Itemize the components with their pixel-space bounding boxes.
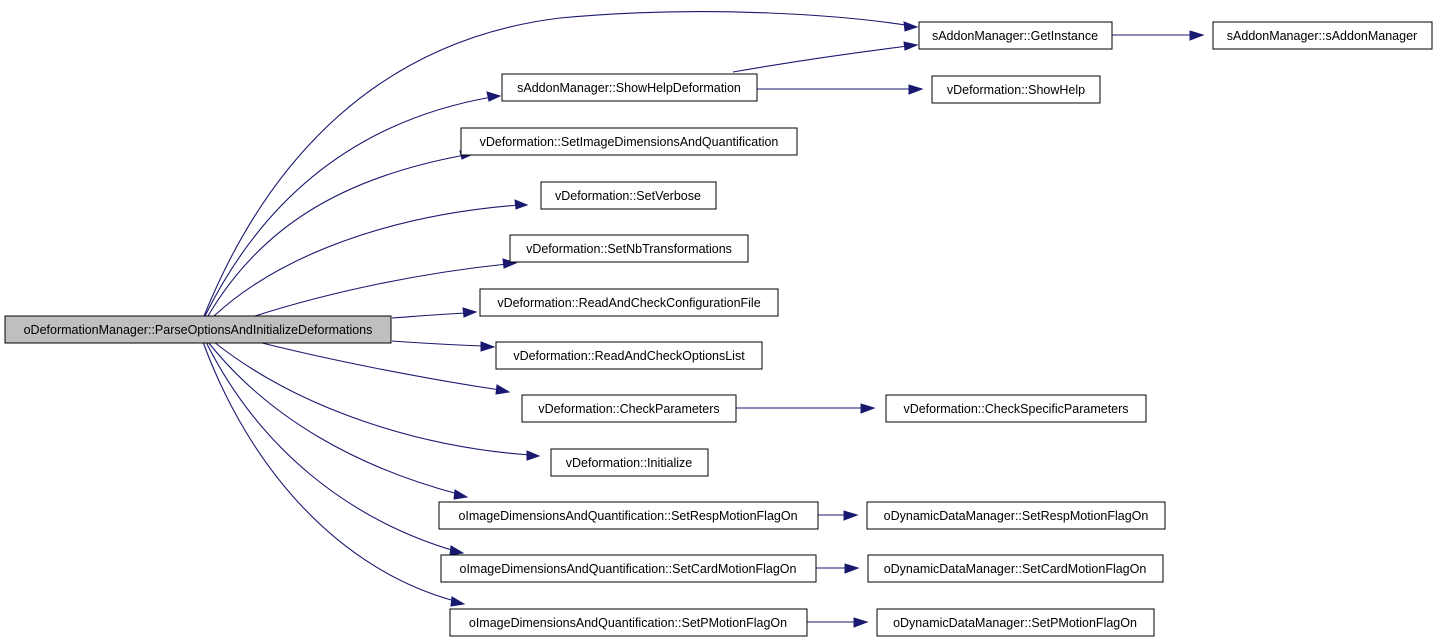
node-img-card[interactable]: oImageDimensionsAndQuantification::SetCa…	[440, 554, 817, 583]
node-dyn-card-label: oDynamicDataManager::SetCardMotionFlagOn	[884, 562, 1147, 576]
node-get-instance[interactable]: sAddonManager::GetInstance	[918, 21, 1113, 50]
node-saddon-ctor[interactable]: sAddonManager::sAddonManager	[1212, 21, 1433, 50]
node-check-specific[interactable]: vDeformation::CheckSpecificParameters	[885, 394, 1147, 423]
edge-root-setImageDims	[207, 150, 475, 317]
node-read-options[interactable]: vDeformation::ReadAndCheckOptionsList	[495, 341, 763, 370]
node-set-nb-transformations-label: vDeformation::SetNbTransformations	[526, 242, 732, 256]
edge-root-showHelpDeformation	[204, 91, 502, 317]
node-show-help-deformation-label: sAddonManager::ShowHelpDeformation	[517, 81, 741, 95]
node-set-nb-transformations[interactable]: vDeformation::SetNbTransformations	[509, 234, 749, 263]
node-img-resp-label: oImageDimensionsAndQuantification::SetRe…	[458, 509, 797, 523]
node-root-label: oDeformationManager::ParseOptionsAndInit…	[24, 323, 373, 337]
node-set-image-dims[interactable]: vDeformation::SetImageDimensionsAndQuant…	[460, 127, 798, 156]
node-dyn-resp-label: oDynamicDataManager::SetRespMotionFlagOn	[884, 509, 1149, 523]
edge-root-imgResp	[207, 341, 469, 500]
node-initialize-label: vDeformation::Initialize	[566, 456, 692, 470]
edge-checkParams-checkSpecific	[736, 403, 876, 414]
node-initialize[interactable]: vDeformation::Initialize	[550, 448, 709, 477]
node-dyn-card[interactable]: oDynamicDataManager::SetCardMotionFlagOn	[867, 554, 1164, 583]
node-check-specific-label: vDeformation::CheckSpecificParameters	[903, 402, 1128, 416]
node-img-card-label: oImageDimensionsAndQuantification::SetCa…	[460, 562, 797, 576]
node-img-pmotion[interactable]: oImageDimensionsAndQuantification::SetPM…	[449, 608, 808, 637]
node-dyn-resp[interactable]: oDynamicDataManager::SetRespMotionFlagOn	[866, 501, 1166, 530]
edge-root-readConfig	[391, 307, 478, 319]
edge-imgPMotion-dynPMotion	[807, 617, 869, 628]
edge-root-getInstance	[203, 11, 919, 317]
edge-showHelpDeformation-showHelp	[757, 84, 924, 95]
edge-getInstance-sAddonCtor	[1112, 30, 1205, 41]
edge-root-imgCard	[205, 341, 465, 556]
edge-imgResp-dynResp	[818, 510, 859, 521]
node-dyn-pmotion-label: oDynamicDataManager::SetPMotionFlagOn	[893, 616, 1137, 630]
node-read-config-label: vDeformation::ReadAndCheckConfigurationF…	[497, 296, 760, 310]
node-root[interactable]: oDeformationManager::ParseOptionsAndInit…	[4, 315, 392, 344]
node-saddon-ctor-label: sAddonManager::sAddonManager	[1227, 29, 1417, 43]
node-check-params-label: vDeformation::CheckParameters	[538, 402, 719, 416]
edge-root-imgPMotion	[202, 341, 466, 607]
node-read-options-label: vDeformation::ReadAndCheckOptionsList	[513, 349, 745, 363]
edge-imgCard-dynCard	[816, 563, 860, 574]
node-dyn-pmotion[interactable]: oDynamicDataManager::SetPMotionFlagOn	[876, 608, 1155, 637]
edge-root-readOptions	[391, 340, 496, 352]
node-set-verbose-label: vDeformation::SetVerbose	[555, 189, 701, 203]
node-img-pmotion-label: oImageDimensionsAndQuantification::SetPM…	[469, 616, 787, 630]
node-set-image-dims-label: vDeformation::SetImageDimensionsAndQuant…	[480, 135, 779, 149]
edge-showHelpDeformation-getInstance	[732, 41, 919, 73]
edge-root-setNbTransformations	[254, 258, 518, 317]
node-show-help[interactable]: vDeformation::ShowHelp	[931, 75, 1101, 104]
edge-root-setVerbose	[213, 199, 529, 317]
node-show-help-deformation[interactable]: sAddonManager::ShowHelpDeformation	[501, 73, 758, 102]
node-img-resp[interactable]: oImageDimensionsAndQuantification::SetRe…	[438, 501, 819, 530]
node-read-config[interactable]: vDeformation::ReadAndCheckConfigurationF…	[479, 288, 779, 317]
node-get-instance-label: sAddonManager::GetInstance	[932, 29, 1098, 43]
node-show-help-label: vDeformation::ShowHelp	[947, 83, 1085, 97]
edge-root-initialize	[213, 341, 541, 461]
node-set-verbose[interactable]: vDeformation::SetVerbose	[540, 181, 717, 210]
edge-root-checkParams	[257, 341, 511, 395]
node-check-params[interactable]: vDeformation::CheckParameters	[521, 394, 737, 423]
